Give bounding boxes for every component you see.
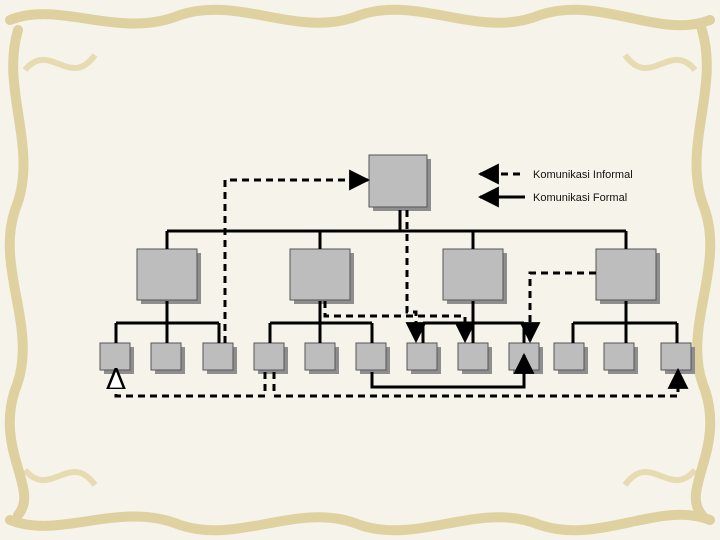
bottom-box-11-face	[603, 342, 635, 371]
bottom-box-10-face	[553, 342, 585, 371]
ornamental-border	[4, 4, 716, 536]
bottom-box-3	[202, 342, 237, 374]
legend-formal-label: Komunikasi Formal	[533, 192, 627, 204]
bottom-box-3-face	[202, 342, 234, 371]
legend: Komunikasi Informal Komunikasi Formal	[477, 163, 633, 208]
bottom-box-2	[150, 342, 185, 374]
top-box	[368, 154, 431, 211]
bottom-box-9	[508, 342, 543, 374]
mid-box-4	[595, 248, 660, 304]
mid-box-4-face	[595, 248, 657, 301]
mid-box-2	[289, 248, 354, 304]
top-box-face	[368, 154, 428, 208]
bottom-box-7-face	[406, 342, 438, 371]
bottom-box-1-face	[99, 342, 131, 371]
bottom-box-4-face	[253, 342, 285, 371]
legend-informal-label: Komunikasi Informal	[533, 169, 633, 181]
mid-box-2-face	[289, 248, 351, 301]
bottom-box-12	[660, 342, 695, 374]
bottom-box-6-face	[355, 342, 387, 371]
mid-box-3-face	[442, 248, 504, 301]
bottom-box-8	[457, 342, 492, 374]
informal-lines	[116, 169, 689, 398]
formal-lines	[114, 210, 679, 389]
bottom-box-11	[603, 342, 638, 374]
bottom-box-5	[304, 342, 339, 374]
bottom-box-7	[406, 342, 441, 374]
mid-box-1	[136, 248, 201, 304]
bottom-box-2-face	[150, 342, 182, 371]
org-boxes	[99, 154, 695, 374]
bottom-box-1	[99, 342, 134, 374]
bottom-box-8-face	[457, 342, 489, 371]
bottom-box-10	[553, 342, 588, 374]
bottom-box-5-face	[304, 342, 336, 371]
bottom-box-12-face	[660, 342, 692, 371]
mid-box-3	[442, 248, 507, 304]
border-corner-flourishes	[22, 53, 698, 487]
mid-box-1-face	[136, 248, 198, 301]
bottom-box-6	[355, 342, 390, 374]
bottom-box-4	[253, 342, 288, 374]
